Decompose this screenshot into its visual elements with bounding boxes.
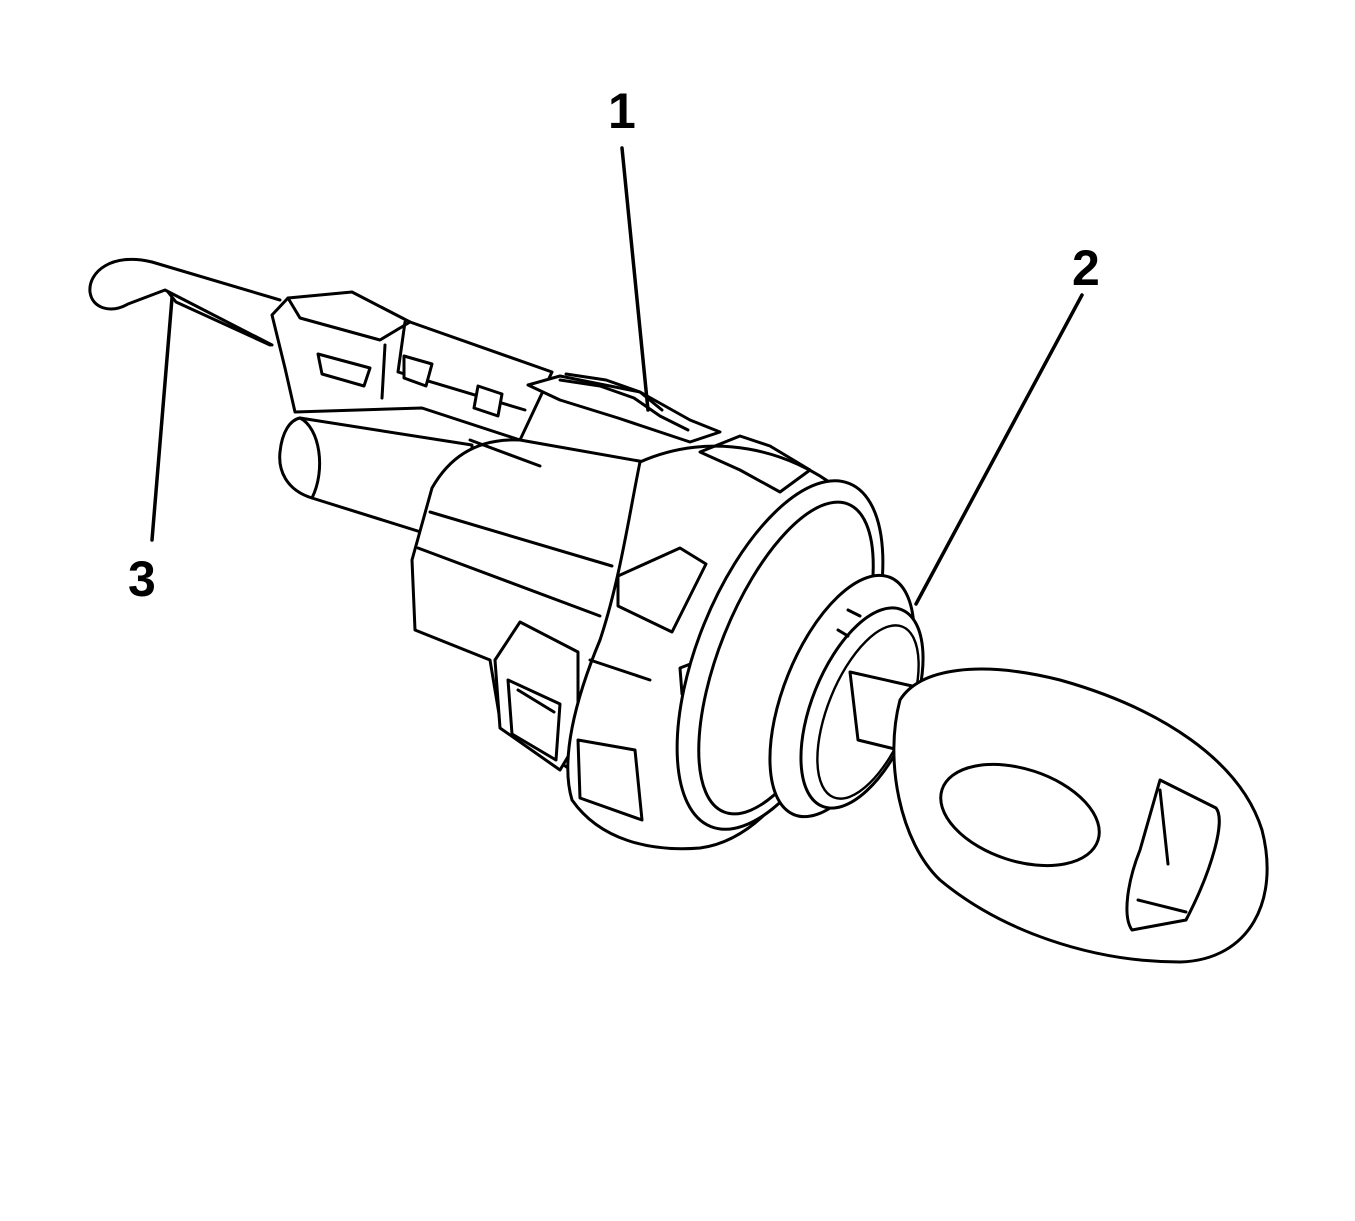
release-tool-wire bbox=[88, 257, 282, 347]
leader-lines bbox=[150, 146, 1084, 606]
leader-line-3 bbox=[150, 296, 174, 542]
leader-line-1 bbox=[620, 146, 650, 412]
callout-1: 1 bbox=[608, 83, 636, 139]
callout-2: 2 bbox=[1072, 240, 1100, 296]
ignition-key bbox=[848, 667, 1269, 964]
callout-3: 3 bbox=[128, 551, 156, 607]
leader-line-2 bbox=[914, 293, 1084, 606]
connector-housing bbox=[270, 290, 554, 442]
lock-tab bbox=[526, 372, 722, 444]
